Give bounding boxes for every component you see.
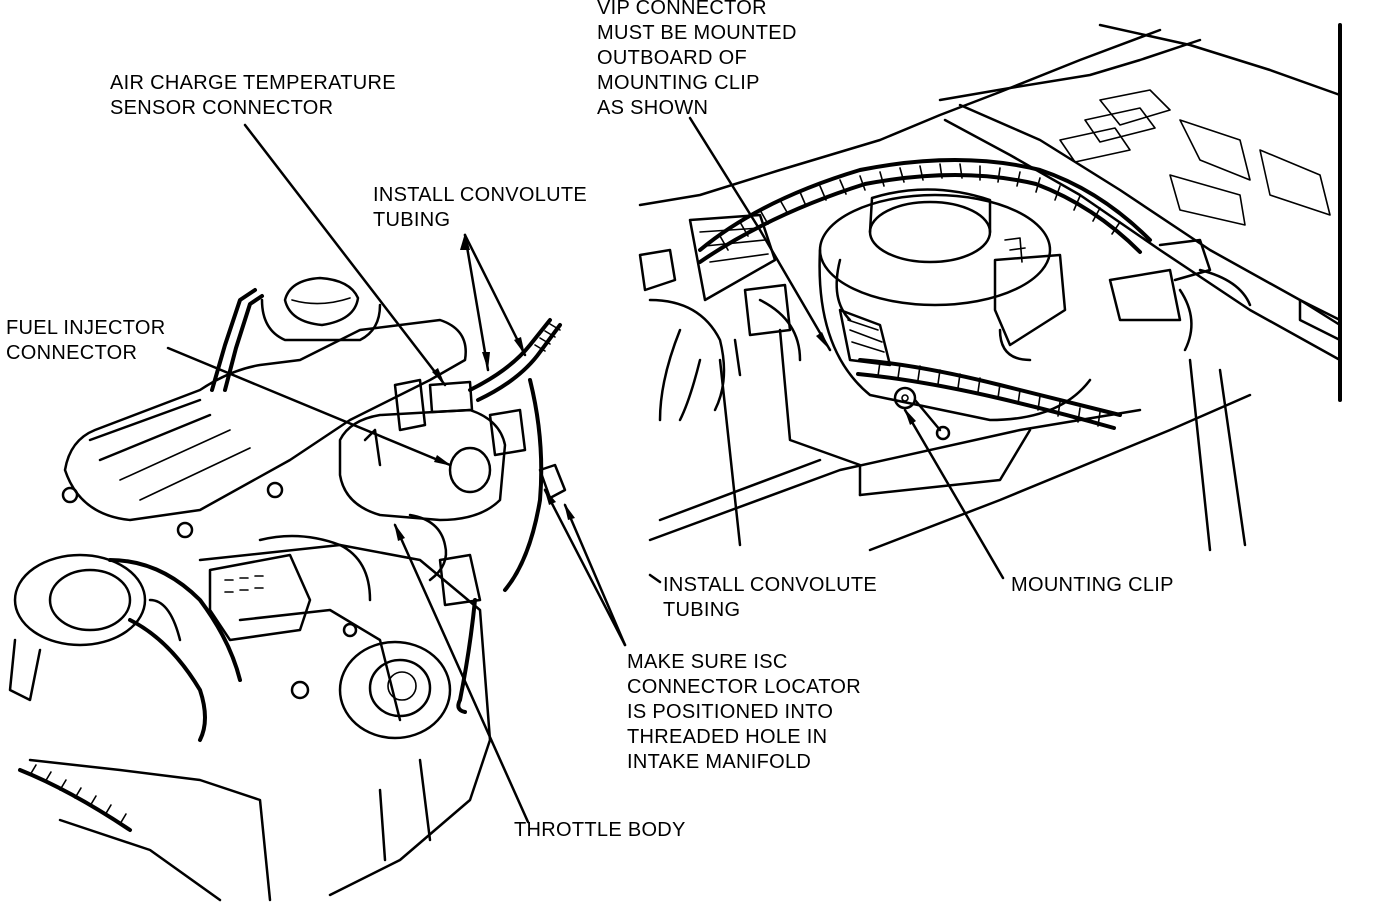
fuel-injector-connector-label: FUEL INJECTOR CONNECTOR <box>6 317 166 364</box>
engine-compartment-view <box>638 23 1342 552</box>
engine-view <box>8 276 567 902</box>
vip-connector-label: VIP CONNECTOR MUST BE MOUNTED OUTBOARD O… <box>597 0 797 119</box>
install-convolute-tubing-bottom-label: INSTALL CONVOLUTE TUBING <box>663 574 878 621</box>
install-convolute-tubing-top-label: INSTALL CONVOLUTE TUBING <box>373 184 588 231</box>
throttle-body-label: THROTTLE BODY <box>514 819 686 841</box>
leader-lines <box>166 116 1005 824</box>
isc-connector-label: MAKE SURE ISC CONNECTOR LOCATOR IS POSIT… <box>627 651 862 773</box>
mounting-clip-label: MOUNTING CLIP <box>1011 574 1174 596</box>
air-charge-temperature-label: AIR CHARGE TEMPERATURE SENSOR CONNECTOR <box>110 72 396 119</box>
